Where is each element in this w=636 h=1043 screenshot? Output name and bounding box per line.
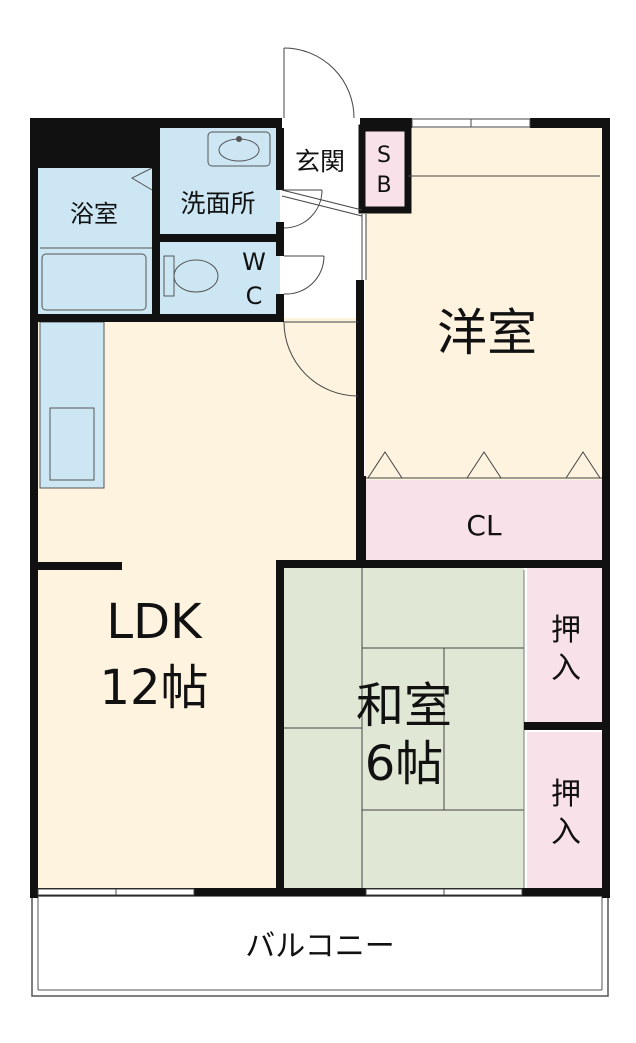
door-swings [281,47,600,397]
room-size-ldk: 12帖 [99,660,208,716]
walls [30,118,610,898]
bath-door-mark [130,167,153,191]
oshiire-bottom-label-1: 押 [551,777,581,812]
room-label-japanese: 和室 [356,678,452,734]
kitchen-counter [39,321,105,489]
room-label-washroom: 洗面所 [180,189,255,218]
toilet-icon [163,255,219,297]
closet-floor [365,480,604,560]
windows [37,118,531,896]
shoebox-label-b: B [376,173,391,198]
wc-label-c: C [246,282,263,310]
room-label-entrance: 玄関 [295,147,345,176]
oshiire-top-floor [527,568,604,726]
oshiire-bottom-floor [527,732,604,890]
bathtub [41,253,147,311]
tatami-lines [284,568,524,890]
room-label-balcony: バルコニー [245,929,394,964]
balcony-floor [31,895,609,997]
shoebox [358,124,412,214]
kitchen-sink [49,407,95,481]
room-label-closet: CL [466,509,502,542]
room-label-bath: 浴室 [70,200,118,228]
oshiire-top-label-1: 押 [551,613,581,648]
japanese-room-floor [284,568,524,890]
oshiire-bottom-label-2: 入 [551,815,581,850]
room-label-ldk: LDK [106,594,203,650]
oshiire-top-label-2: 入 [551,651,581,686]
room-size-japanese: 6帖 [365,736,444,792]
room-label-western: 洋室 [437,304,537,362]
entrance-floor [282,128,362,318]
closet-door-marks [367,451,601,479]
shoebox-label-s: S [377,143,391,168]
wc-label-w: W [242,248,266,276]
